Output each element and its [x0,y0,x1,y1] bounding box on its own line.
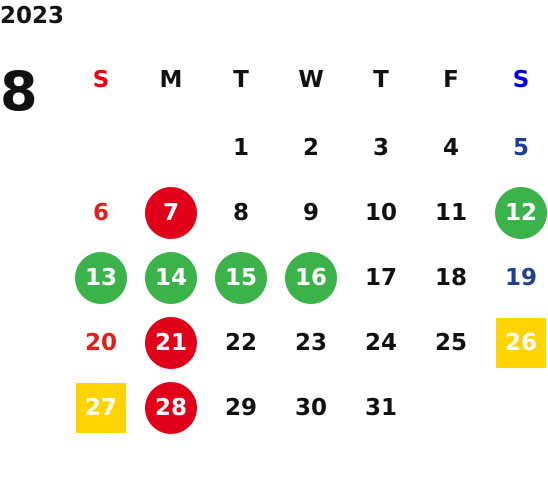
day-number: 1 [232,134,249,161]
month-number: 8 [0,60,38,123]
day-cell: 3 [346,115,416,180]
day-number: 25 [434,329,467,356]
highlighted-day-green-circle: 16 [276,245,346,310]
day-cell: 24 [346,310,416,375]
day-number: 6 [92,199,109,226]
day-cell: 17 [346,245,416,310]
day-cell: 2 [276,115,346,180]
day-number: 8 [232,199,249,226]
weekday-header-tue: T [233,67,249,93]
day-number: 18 [434,264,467,291]
day-cell: 9 [276,180,346,245]
day-number: 24 [364,329,397,356]
day-cell: 30 [276,375,346,440]
empty-day-cell [66,115,136,180]
day-number: 16 [294,264,327,291]
weekday-header-mon: M [159,67,183,93]
highlighted-day-red-circle: 28 [136,375,206,440]
day-number: 30 [294,394,327,421]
highlighted-day-green-circle: 14 [136,245,206,310]
day-number: 3 [372,134,389,161]
day-number: 26 [504,329,537,356]
highlighted-day-green-circle: 15 [206,245,276,310]
highlighted-day-green-circle: 12 [486,180,548,245]
day-number: 17 [364,264,397,291]
day-cell: 1 [206,115,276,180]
day-number: 2 [302,134,319,161]
empty-day-cell [136,115,206,180]
day-cell: 23 [276,310,346,375]
day-cell: 4 [416,115,486,180]
day-cell: 5 [486,115,548,180]
day-number: 27 [84,394,117,421]
weekday-header-sat: S [512,67,530,93]
empty-day-cell [416,375,486,440]
day-number: 5 [512,134,529,161]
day-number: 4 [442,134,459,161]
day-cell: 11 [416,180,486,245]
day-cell: 29 [206,375,276,440]
weekday-header-fri: F [443,67,459,93]
day-cell: 22 [206,310,276,375]
day-number: 19 [504,264,537,291]
day-cell: 8 [206,180,276,245]
highlighted-day-red-circle: 7 [136,180,206,245]
day-number: 12 [504,199,537,226]
year-label: 2023 [0,3,65,29]
day-number: 21 [154,329,187,356]
day-cell: 10 [346,180,416,245]
day-cell: 20 [66,310,136,375]
day-number: 28 [154,394,187,421]
day-cell: 31 [346,375,416,440]
highlighted-day-yellow-square: 27 [66,375,136,440]
day-number: 10 [364,199,397,226]
day-cell: 18 [416,245,486,310]
empty-day-cell [486,375,548,440]
day-number: 22 [224,329,257,356]
day-number: 31 [364,394,397,421]
day-number: 29 [224,394,257,421]
day-cell: 25 [416,310,486,375]
highlighted-day-red-circle: 21 [136,310,206,375]
day-number: 11 [434,199,467,226]
day-number: 20 [84,329,117,356]
day-cell: 19 [486,245,548,310]
day-number: 7 [162,199,179,226]
day-number: 23 [294,329,327,356]
weekday-header-sun: S [92,67,110,93]
weekday-header-wed: W [298,67,324,93]
day-cell: 6 [66,180,136,245]
weekday-header-thu: T [373,67,389,93]
day-number: 9 [302,199,319,226]
day-number: 15 [224,264,257,291]
day-number: 13 [84,264,117,291]
highlighted-day-green-circle: 13 [66,245,136,310]
day-number: 14 [154,264,187,291]
highlighted-day-yellow-square: 26 [486,310,548,375]
